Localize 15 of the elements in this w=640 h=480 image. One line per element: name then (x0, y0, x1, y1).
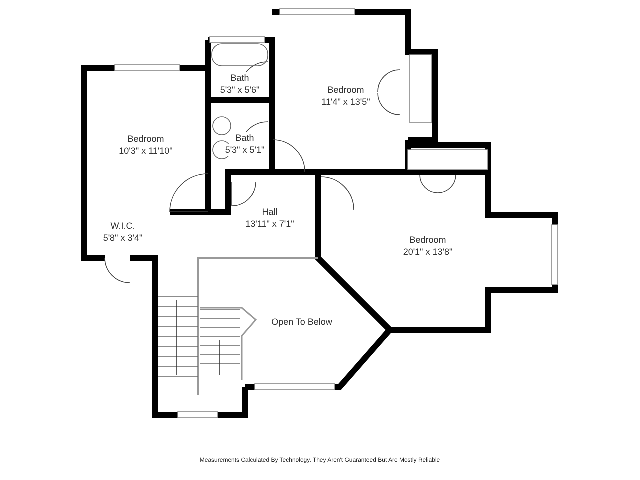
room-dimensions: 13'11" x 7'1" (244, 218, 296, 230)
room-dimensions: 11'4" x 13'5" (320, 96, 372, 108)
room-name: Bedroom (126, 133, 166, 145)
room-dimensions: 5'8" x 3'4" (102, 232, 144, 244)
room-dimensions: 20'1" x 13'8" (402, 246, 454, 258)
room-name: Open To Below (270, 316, 334, 328)
room-name: Bedroom (326, 84, 366, 96)
room-dimensions: 5'3" x 5'6" (219, 84, 261, 96)
room-dimensions: 10'3" x 11'10" (118, 145, 174, 157)
room-name: Bedroom (408, 234, 448, 246)
room-dimensions: 5'3" x 5'1" (224, 144, 266, 156)
room-name: Hall (261, 206, 279, 218)
room-name: Bath (230, 72, 250, 84)
room-name: W.I.C. (110, 220, 136, 232)
room-name: Bath (234, 132, 256, 144)
